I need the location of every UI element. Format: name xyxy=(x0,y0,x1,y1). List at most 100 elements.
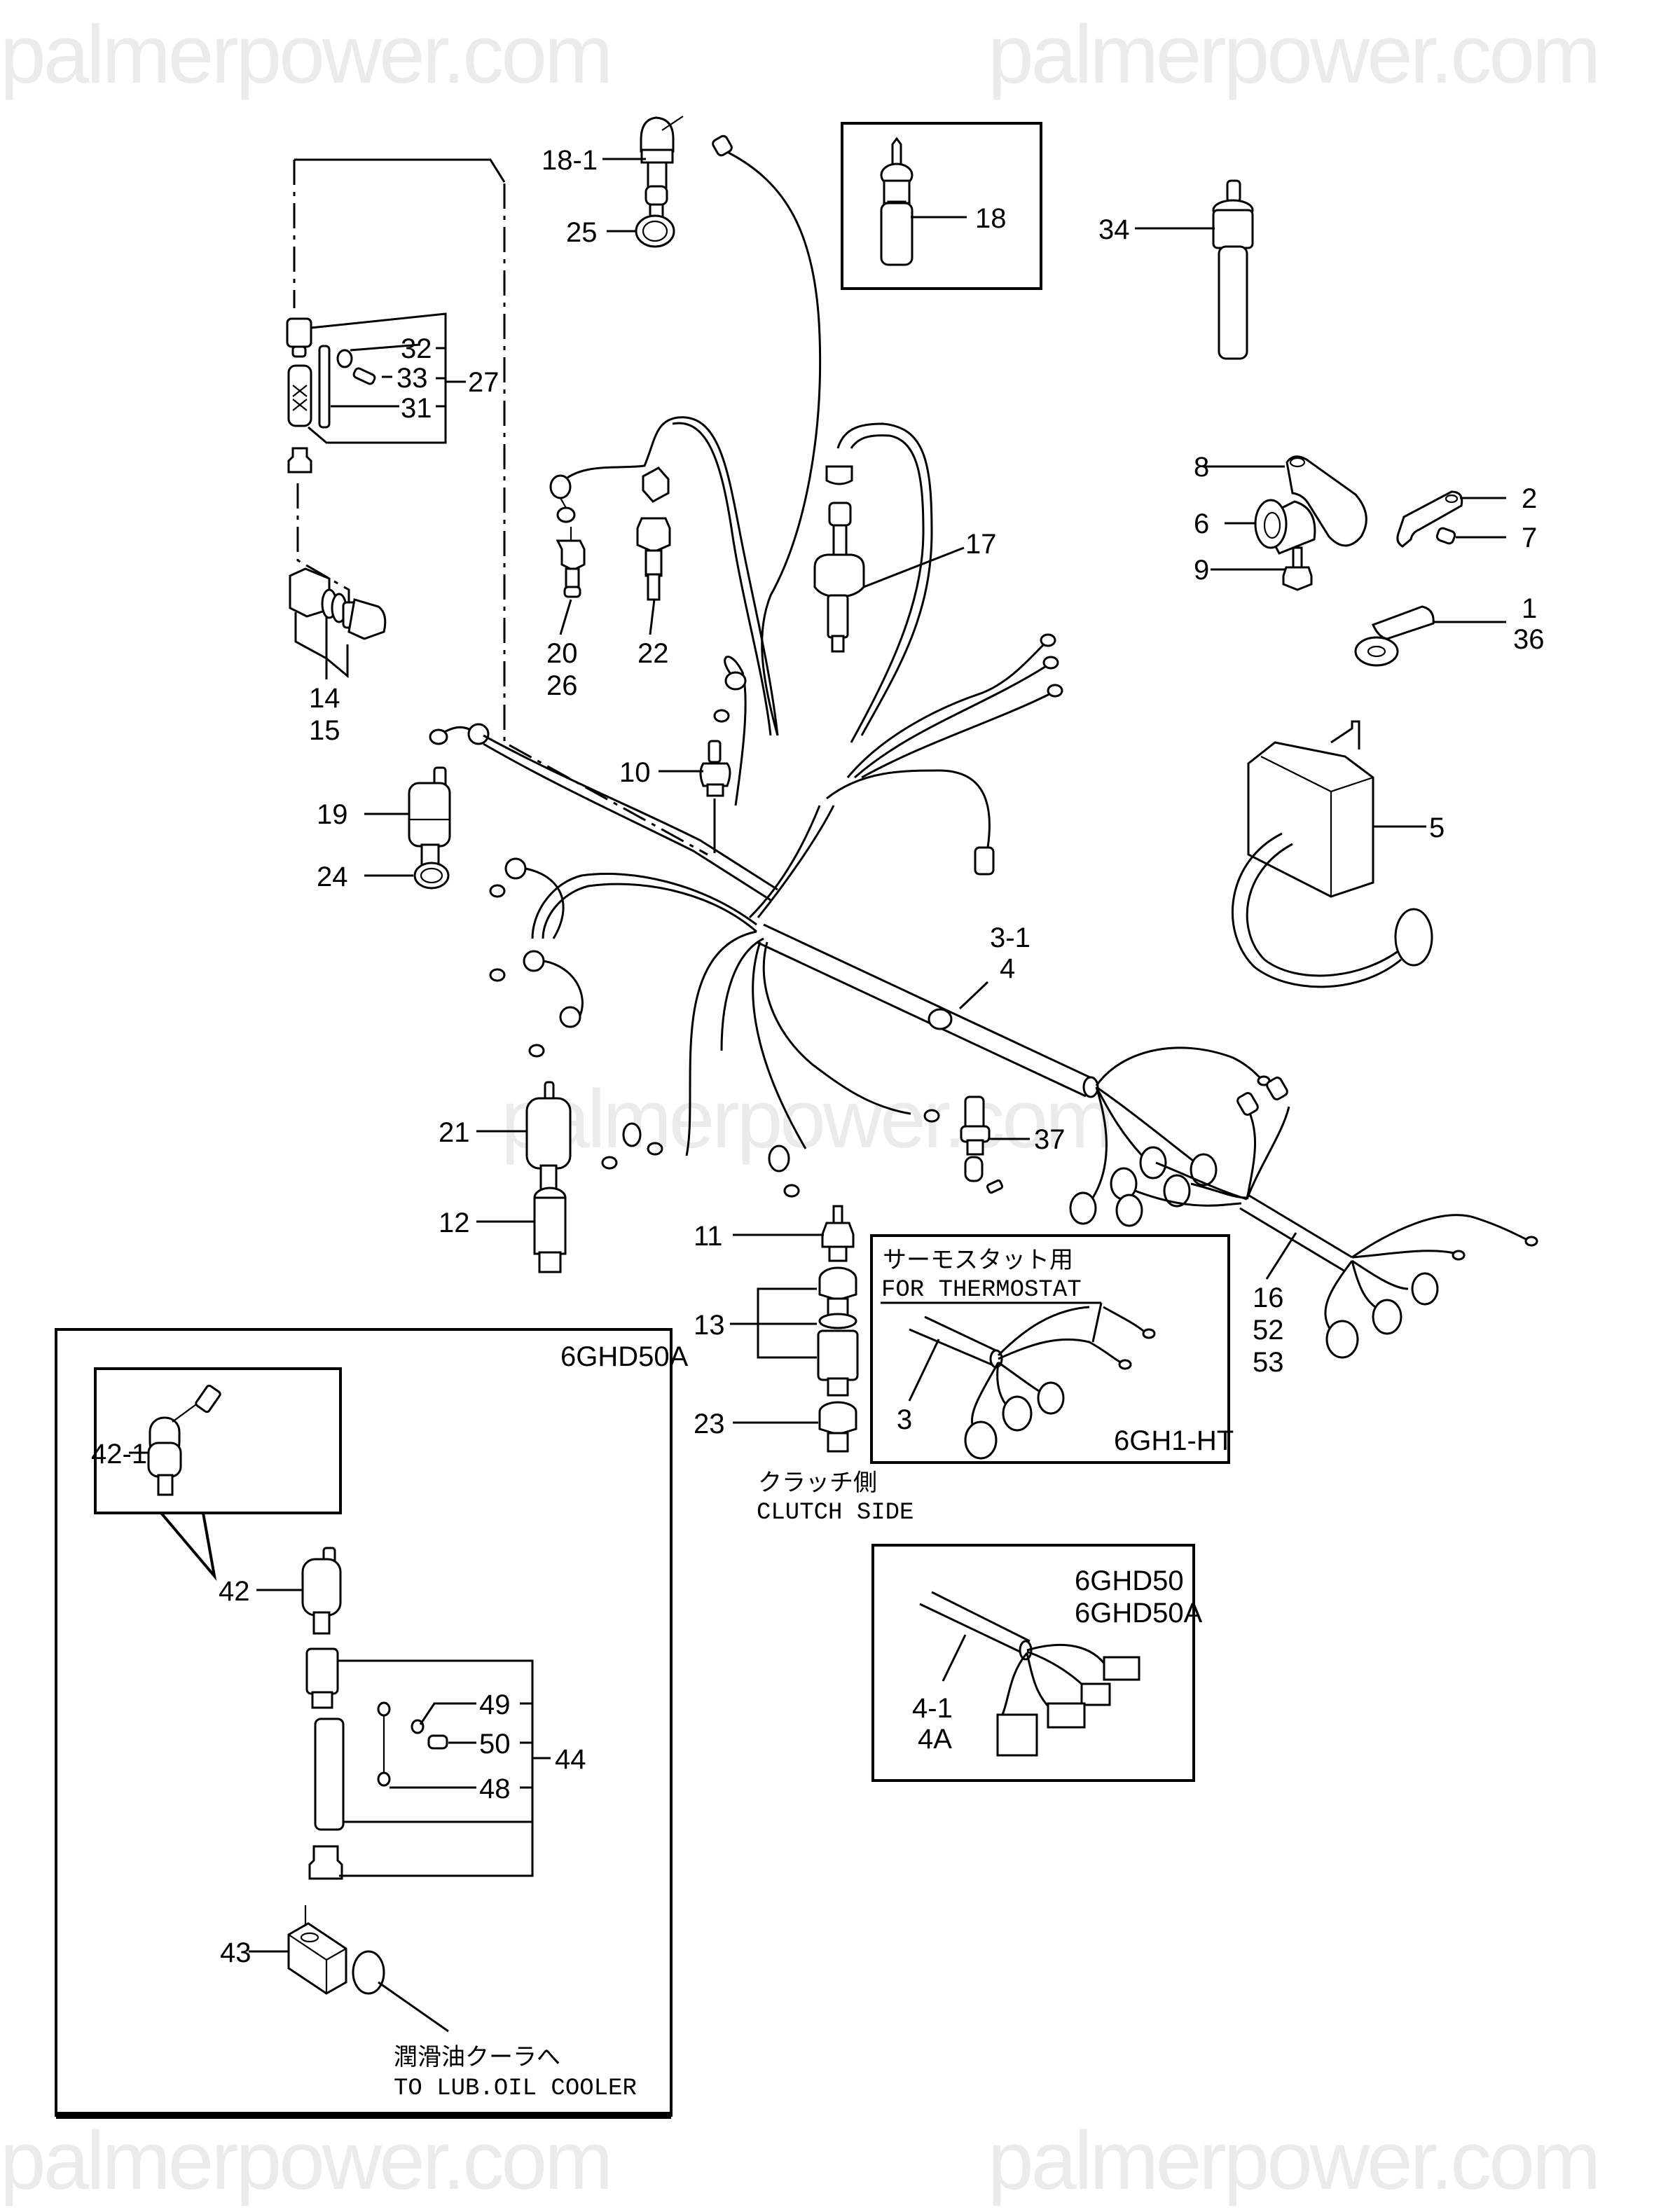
cap-connector-1 xyxy=(1139,1146,1167,1180)
callout-4: 4 xyxy=(1000,953,1015,984)
thermostat-leader xyxy=(1091,1302,1103,1343)
thermostat-cap-2 xyxy=(1002,1395,1033,1432)
sensor-17 xyxy=(813,465,865,653)
sensor-21 xyxy=(525,1081,572,1198)
sensor-20 xyxy=(556,527,586,598)
harness-branch-up xyxy=(748,805,821,919)
callout-9: 9 xyxy=(1194,555,1209,586)
ring-terminal-left-2 xyxy=(489,968,506,982)
rubber-bush-6 xyxy=(1254,499,1316,555)
detail-box-18 xyxy=(841,122,1042,290)
thermostat-terminal-2 xyxy=(1118,1359,1132,1370)
relay-cable-b xyxy=(1246,843,1402,977)
plug-sub-2 xyxy=(1266,1077,1288,1100)
watermark-top-left: palmerpower.com xyxy=(0,8,610,101)
ring-terminal-mid-3 xyxy=(783,1184,800,1198)
leader-lub-cooler xyxy=(378,1981,449,2033)
main-harness-end xyxy=(1082,1076,1099,1098)
callout-4-1: 4-1 xyxy=(912,1693,953,1724)
bracket-27 xyxy=(308,312,447,444)
callout-31: 31 xyxy=(401,393,432,424)
connector-mid-1 xyxy=(622,1122,642,1147)
harness-left-branch xyxy=(483,734,778,891)
callout-44: 44 xyxy=(555,1744,586,1775)
washer-24 xyxy=(413,862,450,890)
block-fitting-43 xyxy=(287,1922,385,1995)
detail-harness-4-1 xyxy=(919,1591,1030,1654)
sub-harness-wires-left xyxy=(1134,1161,1248,1207)
leader-3 xyxy=(908,1339,940,1402)
bracket-13 xyxy=(757,1287,817,1359)
callout-4A: 4A xyxy=(918,1724,952,1755)
callout-34: 34 xyxy=(1098,214,1130,245)
cable-plug xyxy=(712,134,733,157)
plug-sub-1 xyxy=(1236,1092,1259,1116)
callout-12: 12 xyxy=(439,1208,470,1238)
callout-5: 5 xyxy=(1429,813,1445,843)
cable-20-22-b xyxy=(672,422,772,736)
callout-32: 32 xyxy=(401,333,432,364)
callout-25: 25 xyxy=(566,217,598,248)
cable-17-b xyxy=(850,434,925,743)
connector-mid-3 xyxy=(928,1008,953,1030)
connector-left-2 xyxy=(523,950,545,972)
cap-connector-4 xyxy=(1115,1194,1143,1227)
connector-19 xyxy=(467,723,490,745)
connector-mid-2 xyxy=(768,1145,790,1173)
bracket-14-15 xyxy=(294,612,349,679)
ring-terminal-b xyxy=(1042,656,1059,670)
adapter-13 xyxy=(817,1266,859,1397)
clutch-side-en: CLUTCH SIDE xyxy=(757,1500,914,1526)
callout-19: 19 xyxy=(317,799,348,830)
adapter-12 xyxy=(533,1187,567,1273)
thermostat-cap-3 xyxy=(1037,1381,1065,1415)
callout-42: 42 xyxy=(219,1576,250,1607)
callout-26: 26 xyxy=(546,670,578,701)
thermostat-label-jp: サーモスタット用 xyxy=(883,1246,1073,1274)
cap-sub-2 xyxy=(1372,1299,1402,1335)
harness-branch-left-top-b xyxy=(542,883,757,939)
model-6ghd50a-label: 6GHD50A xyxy=(1075,1598,1203,1629)
harness-branch-down-2 xyxy=(720,937,764,1051)
cable-branch-a xyxy=(846,643,1045,778)
callout-18-1: 18-1 xyxy=(542,145,598,176)
wire-end-1 xyxy=(1095,1046,1262,1086)
relay-cable xyxy=(1231,832,1402,988)
leader-3-1-4 xyxy=(958,981,989,1010)
callout-7: 7 xyxy=(1522,523,1537,553)
thermostat-terminal-1 xyxy=(1142,1328,1156,1339)
sensor-22 xyxy=(636,517,671,601)
watermark-bottom-left: palmerpower.com xyxy=(0,2115,610,2207)
harness-left-branch-b xyxy=(483,742,771,901)
leader-32 xyxy=(350,343,421,352)
left-connector-wires xyxy=(525,867,584,1016)
detail-connector-c xyxy=(1047,1702,1086,1729)
sensor-37 xyxy=(960,1095,1004,1194)
callout-50: 50 xyxy=(479,1729,511,1760)
terminal-sub-2 xyxy=(1524,1236,1538,1247)
callout-6: 6 xyxy=(1194,509,1209,539)
ring-terminal-left-3 xyxy=(528,1044,545,1058)
sensor-34 xyxy=(1212,179,1254,360)
callout-37: 37 xyxy=(1034,1124,1066,1155)
detail-connector-b xyxy=(1080,1682,1111,1706)
sensor-18 xyxy=(880,137,914,266)
lub-cooler-en: TO LUB.OIL COOLER xyxy=(394,2075,637,2102)
lub-oil-detail-box xyxy=(55,1328,673,2117)
leader-17 xyxy=(863,546,965,588)
callout-17: 17 xyxy=(965,529,997,560)
callout-20: 20 xyxy=(546,638,578,669)
ring-terminal-10 xyxy=(713,709,730,723)
washer-25 xyxy=(635,214,675,248)
cap-connector-5 xyxy=(1163,1174,1191,1208)
harness-branch-down-1 xyxy=(685,930,757,1156)
callout-49: 49 xyxy=(479,1689,511,1720)
bracket-top xyxy=(294,158,506,183)
thermostat-model: 6GH1-HT xyxy=(1114,1425,1234,1456)
callout-33: 33 xyxy=(397,363,428,394)
callout-15: 15 xyxy=(309,715,340,746)
cable-branch-c xyxy=(861,692,1052,779)
leader-4-1 xyxy=(942,1634,967,1682)
relay-plug xyxy=(1394,908,1433,967)
ring-terminal-left-1 xyxy=(489,884,506,898)
